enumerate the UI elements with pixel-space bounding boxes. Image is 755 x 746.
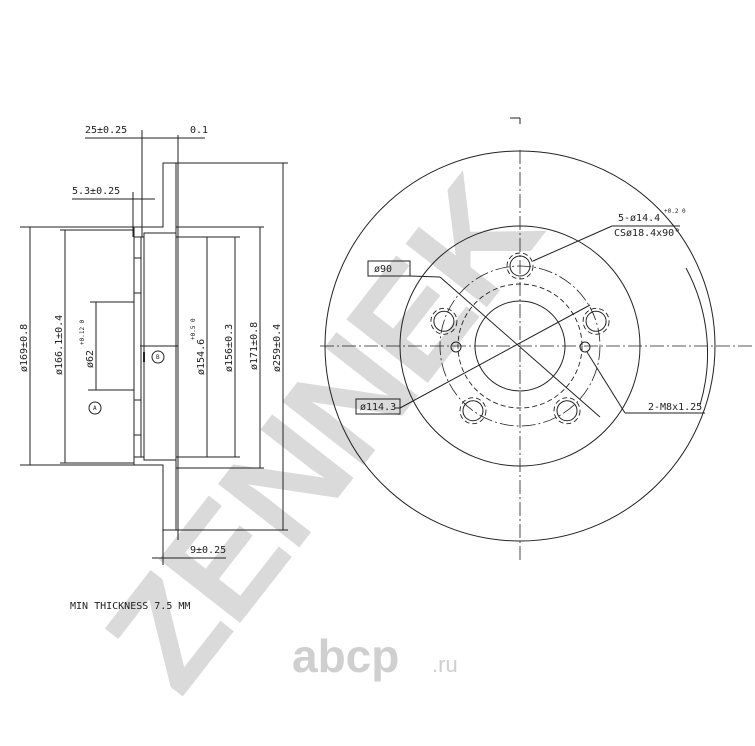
- dimension-lines: [20, 130, 288, 565]
- svg-text:25±0.25: 25±0.25: [85, 125, 127, 136]
- svg-text:ø62: ø62: [85, 350, 96, 368]
- svg-text:+0.2 0: +0.2 0: [664, 208, 686, 215]
- bolt-hole: [459, 397, 487, 425]
- svg-text:+0.12 0: +0.12 0: [79, 319, 86, 345]
- bolt-hole: [553, 397, 581, 425]
- bolt-hole: [430, 307, 458, 335]
- svg-text:9±0.25: 9±0.25: [190, 545, 226, 556]
- side-view-labels: 25±0.25 0.1 5.3±0.25 9±0.25 ø169±0.8 ø16…: [19, 125, 283, 612]
- svg-text:5.3±0.25: 5.3±0.25: [72, 186, 120, 197]
- svg-text:2-M8x1.25: 2-M8x1.25: [648, 402, 702, 413]
- svg-text:CSø18.4x90°: CSø18.4x90°: [614, 228, 680, 239]
- disc-front-view: [320, 117, 755, 560]
- svg-text:ø90: ø90: [374, 264, 392, 275]
- watermark-abcp: abcp .ru: [292, 630, 458, 682]
- bolt-hole: [509, 255, 531, 277]
- svg-text:ø166.1±0.4: ø166.1±0.4: [54, 315, 65, 375]
- min-thickness-note: MIN THICKNESS 7.5 MM: [70, 601, 190, 612]
- svg-text:ø154.6: ø154.6: [196, 339, 207, 375]
- svg-text:abcp: abcp: [292, 630, 399, 682]
- svg-text:ø171±0.8: ø171±0.8: [249, 322, 260, 370]
- svg-text:ø156±0.3: ø156±0.3: [224, 324, 235, 372]
- svg-text:ø114.3: ø114.3: [360, 402, 396, 413]
- svg-text:A: A: [93, 405, 97, 412]
- front-view-labels: 5-ø14.4 +0.2 0 CSø18.4x90° ø90 ø114.3 2-…: [355, 208, 702, 415]
- svg-text:B: B: [156, 354, 160, 361]
- bolt-hole: [433, 310, 455, 332]
- svg-text:ø259±0.4: ø259±0.4: [272, 324, 283, 372]
- disc-section-view: [133, 135, 179, 540]
- bolt-hole: [506, 252, 534, 280]
- svg-text:+0.5 0: +0.5 0: [190, 318, 197, 340]
- bolt-hole: [462, 400, 484, 422]
- svg-text:ø169±0.8: ø169±0.8: [19, 324, 30, 372]
- bolt-hole: [582, 307, 610, 335]
- svg-text:.ru: .ru: [432, 652, 458, 677]
- svg-text:0.1: 0.1: [190, 125, 208, 136]
- bolt-hole: [585, 310, 607, 332]
- bolt-hole: [556, 400, 578, 422]
- svg-text:5-ø14.4: 5-ø14.4: [618, 213, 660, 224]
